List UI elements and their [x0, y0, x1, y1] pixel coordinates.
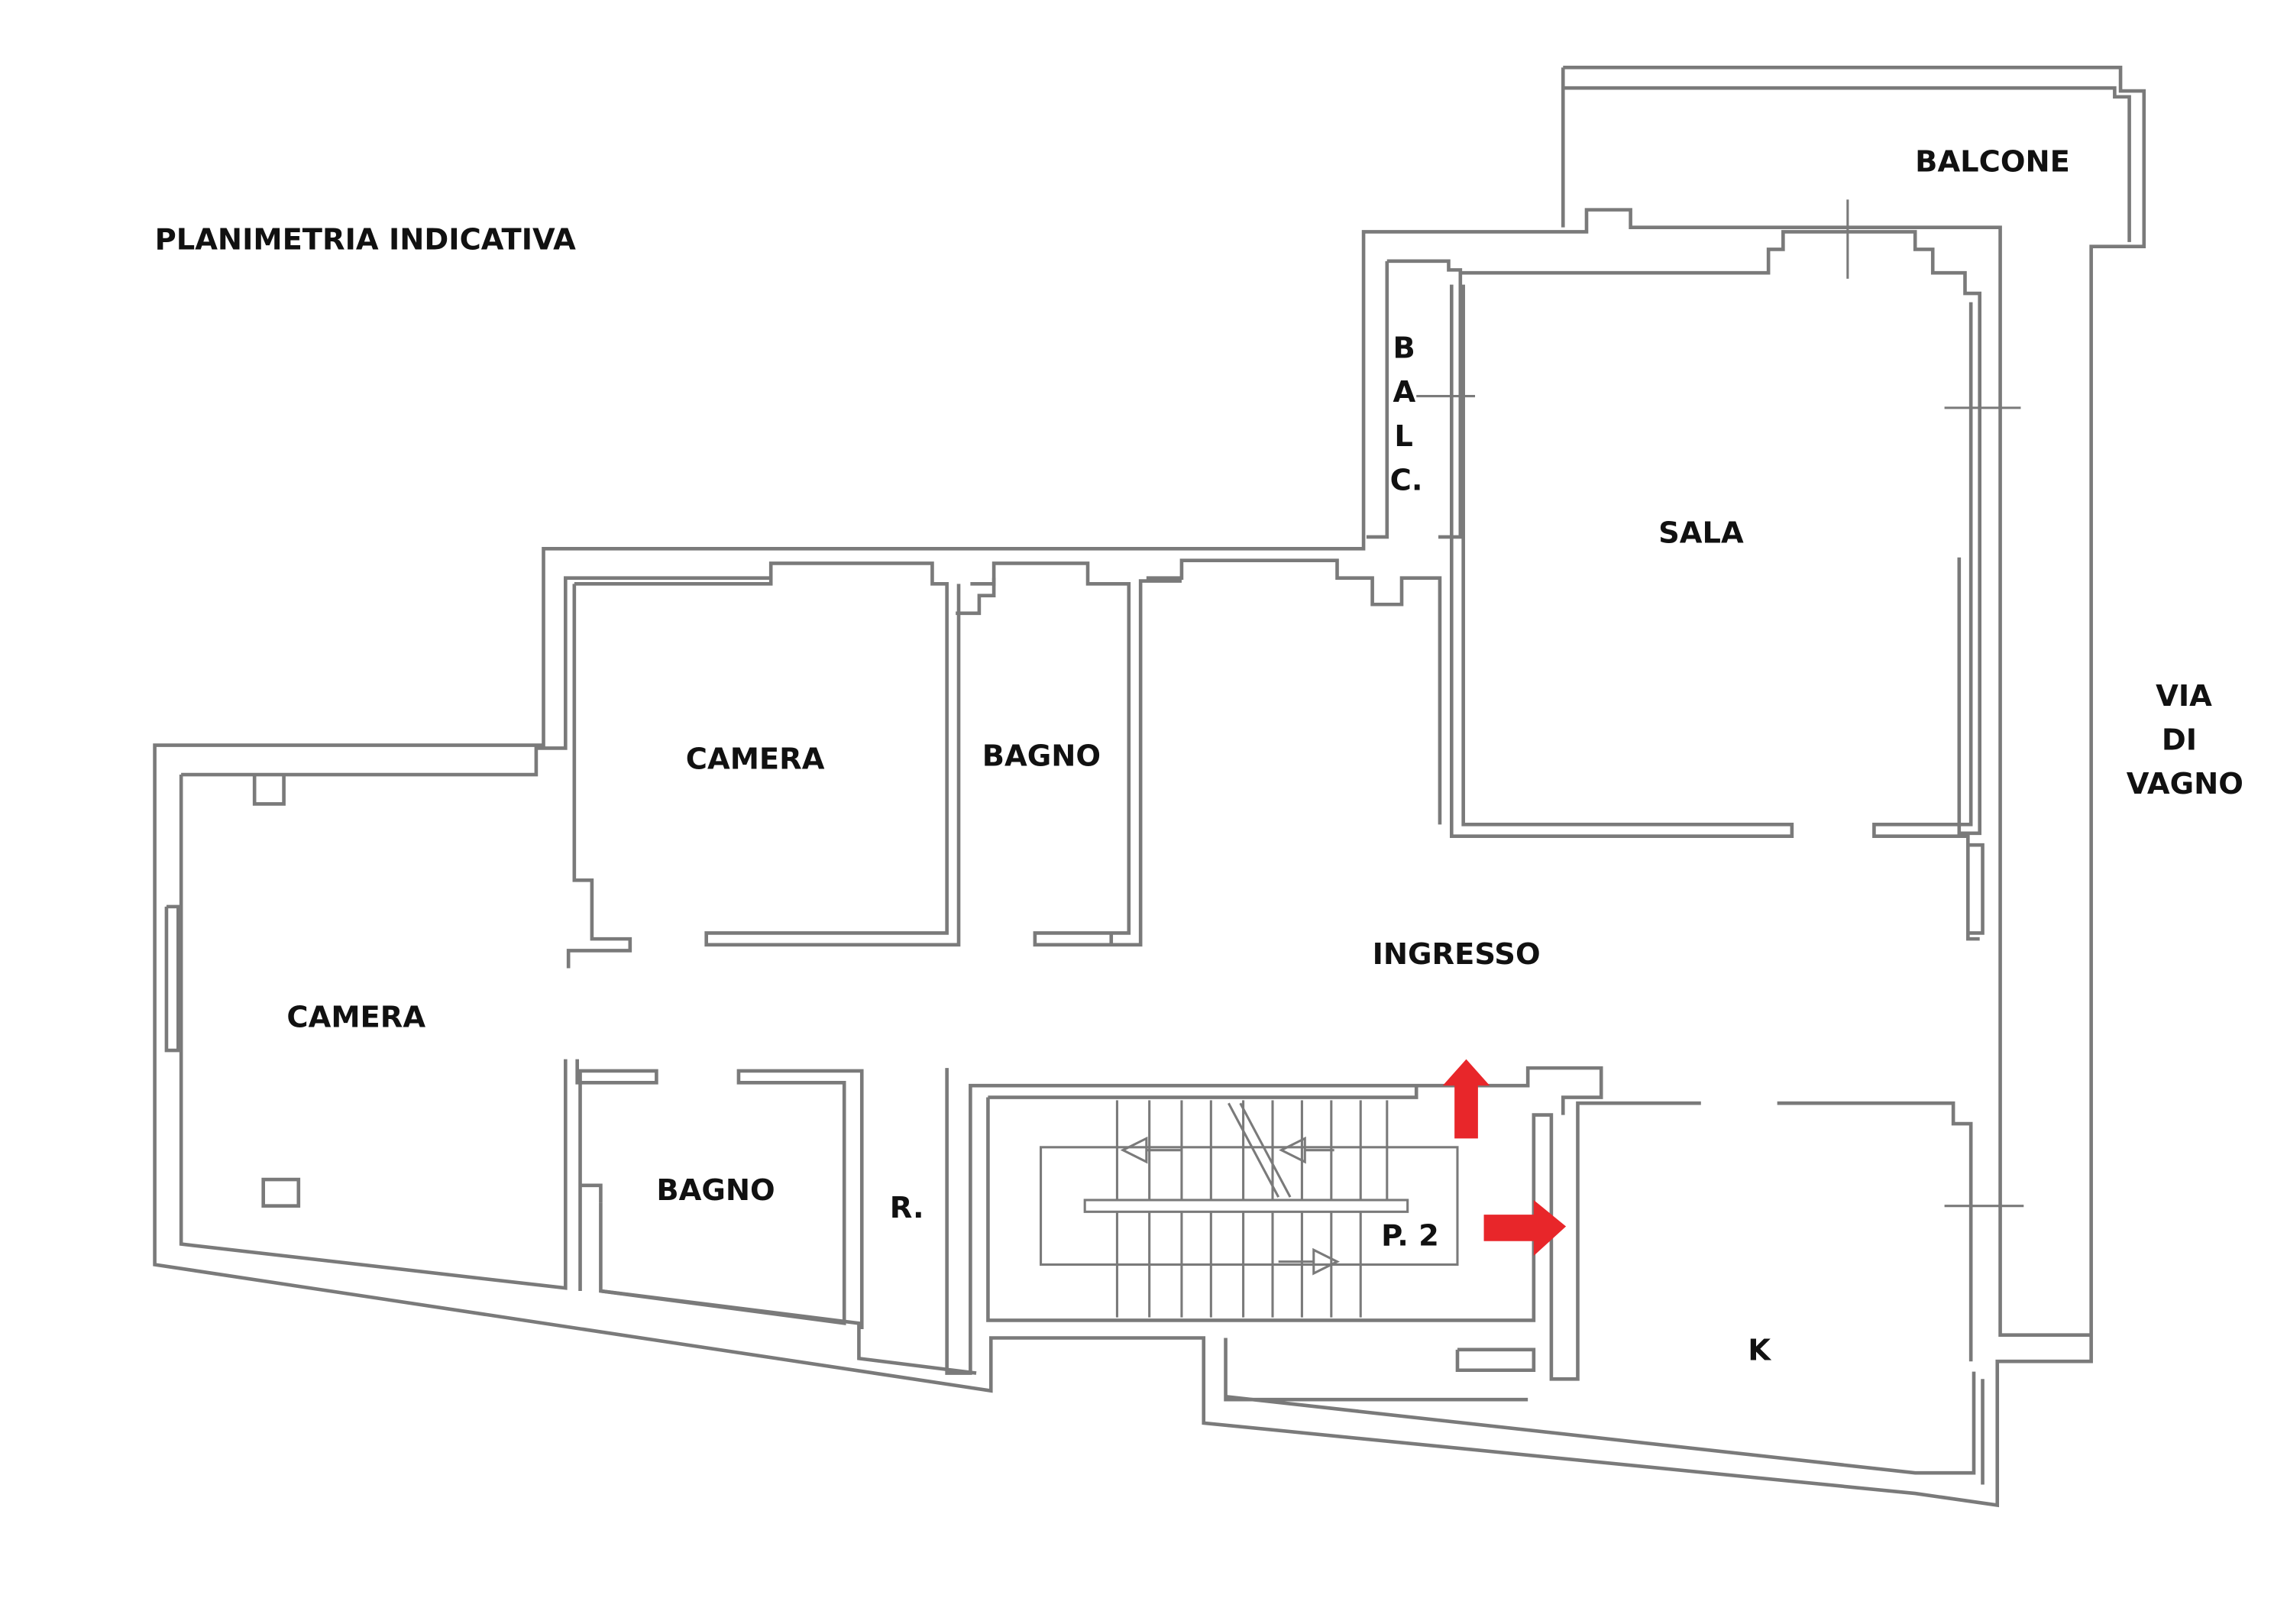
entry-arrow-up-icon	[1442, 1059, 1490, 1139]
stair-low-box	[1455, 1347, 1536, 1373]
room-label-kitchen: K	[1748, 1333, 1771, 1367]
room-label-balc-2: A	[1393, 375, 1415, 409]
room-label-bagno-top: BAGNO	[982, 739, 1101, 774]
balc-column	[1366, 260, 1389, 539]
stair-upper-flight	[1115, 1100, 1389, 1200]
left-outer-inner	[179, 775, 568, 1290]
street-label-line-1: VIA	[2156, 679, 2212, 713]
camera-top-inner	[574, 561, 961, 947]
street-label-line-3: VAGNO	[2127, 767, 2243, 801]
ripostiglio-east	[945, 1066, 1603, 1375]
entry-arrow-right-icon	[1483, 1199, 1567, 1256]
kitchen-north	[1777, 1101, 1973, 1362]
bagno-bottom-inner	[599, 1069, 864, 1329]
bagno-top-room	[970, 561, 1182, 947]
outer-wall-line	[153, 66, 2146, 1508]
room-label-balc-3: L	[1394, 419, 1412, 454]
balc-inner	[1386, 259, 1463, 539]
room-label-camera-left: CAMERA	[286, 1000, 425, 1034]
balcone-inner-line	[1563, 86, 2131, 242]
room-label-sala: SALA	[1658, 516, 1744, 551]
left-inner-wall	[181, 576, 771, 777]
staircase	[1040, 1100, 1459, 1318]
camera-top-room	[566, 584, 632, 969]
labels: PLANIMETRIA INDICATIVA BALCONE B A L C. …	[155, 145, 2243, 1368]
camera-left-column	[252, 775, 286, 806]
sala-east-inner	[1872, 302, 1980, 941]
sala-west-wall	[1450, 284, 1794, 838]
room-label-bagno-bottom: BAGNO	[656, 1173, 775, 1208]
bagno-bottom-room	[575, 1059, 658, 1292]
interior-walls	[164, 199, 2024, 1485]
street-label-line-2: DI	[2162, 723, 2197, 757]
stair-core-bottom	[1224, 1338, 1528, 1402]
room-label-ripostiglio: R.	[890, 1191, 924, 1225]
room-label-balc-1: B	[1393, 332, 1415, 366]
room-label-camera-top: CAMERA	[686, 742, 825, 776]
stair-well	[1040, 1146, 1459, 1267]
corridor-north	[1146, 558, 1442, 825]
ingresso-window	[1968, 843, 1985, 935]
plan-title: PLANIMETRIA INDICATIVA	[155, 222, 577, 257]
stair-landing-rail	[1083, 1199, 1409, 1213]
room-label-balcone: BALCONE	[1915, 145, 2070, 180]
bottom-right-inner	[1225, 1371, 1976, 1475]
room-label-landing: P. 2	[1381, 1219, 1439, 1254]
stair-core-top	[988, 1085, 1418, 1099]
room-label-balc-4: C.	[1390, 463, 1423, 497]
sala-north-wall	[1460, 230, 1981, 836]
bagno-top-west	[956, 577, 996, 616]
bagno-bottom-west	[580, 1183, 603, 1203]
stair-direction-arrow-icon	[1120, 1136, 1340, 1276]
room-label-ingresso: INGRESSO	[1373, 937, 1541, 972]
camera-left-shaft	[261, 1177, 301, 1208]
stair-core-outer	[986, 1097, 1701, 1381]
camera-left-window	[164, 904, 180, 1053]
